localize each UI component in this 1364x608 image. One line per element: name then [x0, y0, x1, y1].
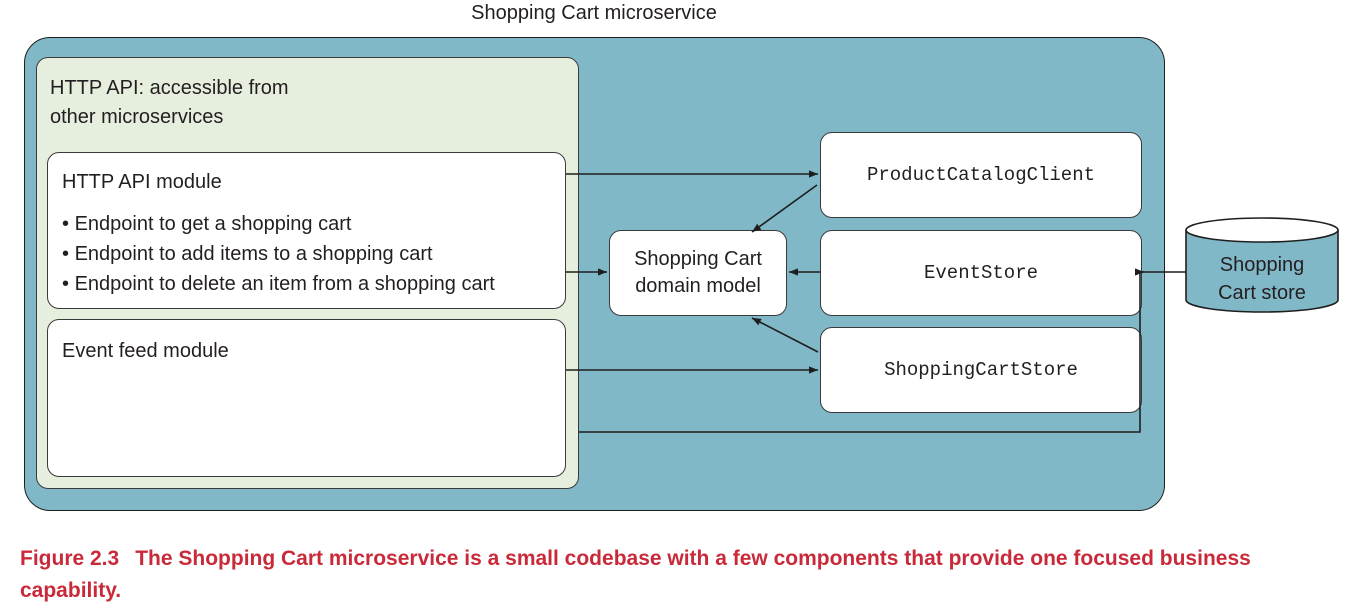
arrow-cartstore-to-domain: [751, 317, 819, 353]
endpoint-list: Endpoint to get a shopping cart Endpoint…: [62, 209, 495, 299]
http-api-panel-label: HTTP API: accessible from other microser…: [50, 74, 450, 132]
event-store-box: EventStore: [820, 230, 1142, 316]
http-api-panel-label-line1: HTTP API: accessible from: [50, 77, 289, 99]
event-store-label: EventStore: [923, 262, 1039, 284]
connector-api-to-store: [579, 271, 1186, 433]
arrow-catalog-to-domain: [751, 184, 818, 233]
event-feed-module-title: Event feed module: [62, 340, 229, 362]
database-label: Shopping Cart store: [1186, 251, 1338, 307]
shopping-cart-store-label: ShoppingCartStore: [884, 359, 1078, 381]
http-api-panel-label-line2: other microservices: [50, 106, 224, 128]
http-api-module-title: HTTP API module: [62, 171, 222, 193]
domain-model-label-line1: Shopping Cart: [634, 248, 762, 270]
event-feed-module-box: [47, 319, 566, 477]
database-label-line1: Shopping: [1219, 254, 1305, 276]
domain-model-label: Shopping Cart domain model: [609, 246, 787, 300]
endpoint-item: Endpoint to add items to a shopping cart: [62, 239, 495, 269]
product-catalog-client-label: ProductCatalogClient: [866, 164, 1096, 186]
endpoint-item: Endpoint to get a shopping cart: [62, 209, 495, 239]
product-catalog-client-box: ProductCatalogClient: [820, 132, 1142, 218]
shopping-cart-store-database: [1185, 217, 1339, 313]
figure-caption-text: The Shopping Cart microservice is a smal…: [20, 547, 1251, 602]
diagram-title: Shopping Cart microservice: [471, 2, 717, 24]
shopping-cart-store-box: ShoppingCartStore: [820, 327, 1142, 413]
domain-model-box: [609, 230, 787, 316]
domain-model-label-line2: domain model: [635, 275, 761, 297]
database-label-line2: Cart store: [1218, 282, 1306, 304]
figure-caption-label: Figure 2.3: [20, 547, 120, 570]
endpoint-item: Endpoint to delete an item from a shoppi…: [62, 269, 495, 299]
